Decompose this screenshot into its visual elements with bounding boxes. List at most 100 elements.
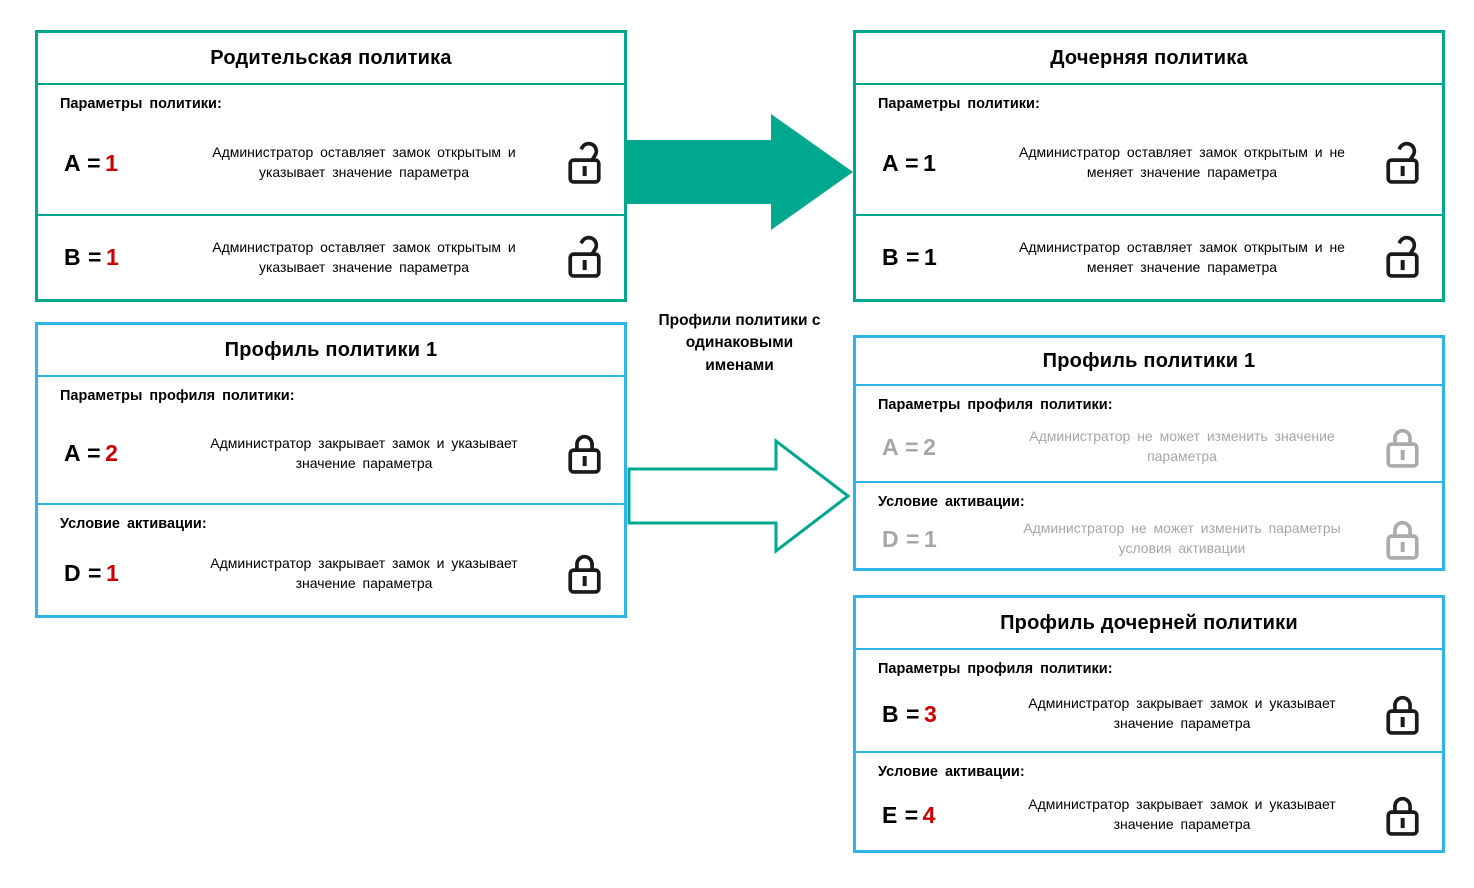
param-name: B =	[882, 700, 920, 727]
policy-params-label: Параметры политики:	[60, 96, 222, 112]
param-description: Администратор закрывает замок и указывае…	[210, 434, 518, 471]
profile-params-label: Параметры профиля политики:	[878, 397, 1113, 413]
param-description: Администратор закрывает замок и указывае…	[1028, 796, 1336, 832]
param-row-a: A =1 Администратор оставляет замок откры…	[38, 112, 624, 214]
param-number: 2	[923, 433, 937, 460]
param-value-b: B =1	[882, 244, 990, 271]
lock-icon	[556, 140, 612, 187]
child-policy-box: Дочерняя политика Параметры политики: A …	[853, 30, 1445, 302]
policy-params-label: Параметры политики:	[878, 96, 1040, 112]
param-row-d: D =1 Администратор закрывает замок и ука…	[38, 532, 624, 615]
param-name: A =	[882, 149, 920, 176]
lock-icon	[1374, 792, 1430, 839]
policy-profile-right-box: Профиль политики 1 Параметры профиля пол…	[853, 335, 1445, 571]
param-number: 1	[105, 560, 120, 586]
param-number: 1	[105, 149, 119, 176]
param-value-d: D =1	[882, 526, 990, 553]
param-number: 2	[105, 440, 119, 466]
activation-condition-section: Условие активации: D =1 Администратор не…	[856, 481, 1442, 568]
lock-icon	[1374, 691, 1430, 738]
open-lock-icon	[1385, 235, 1419, 278]
closed-lock-icon	[1385, 695, 1419, 735]
profile-inheritance-arrow	[627, 437, 853, 555]
lock-icon	[556, 234, 612, 281]
param-number: 1	[105, 244, 120, 270]
param-value-a: A =1	[64, 150, 172, 177]
param-row-d: D =1 Администратор не может изменить пар…	[856, 510, 1442, 568]
param-name: B =	[882, 244, 920, 270]
parent-policy-row-b-section: B =1 Администратор оставляет замок откры…	[38, 214, 624, 299]
profile-params-label: Параметры профиля политики:	[60, 388, 295, 404]
param-row-b: B =1 Администратор оставляет замок откры…	[38, 216, 624, 299]
closed-lock-icon	[567, 434, 601, 474]
param-name: A =	[882, 433, 920, 460]
param-number: 4	[922, 801, 936, 828]
param-description: Администратор оставляет замок открытым и…	[1019, 238, 1345, 275]
caption-line: Профили политики с	[658, 312, 821, 329]
parent-policy-params-section: Параметры политики: A =1 Администратор о…	[38, 83, 624, 214]
profile-params-section: Параметры профиля политики: A =2 Админис…	[856, 384, 1442, 481]
lock-icon	[1374, 234, 1430, 281]
param-value-a: A =2	[64, 440, 172, 467]
lock-icon	[556, 550, 612, 597]
param-name: B =	[64, 244, 102, 270]
param-row-a: A =2 Администратор закрывает замок и ука…	[38, 404, 624, 503]
param-description: Администратор оставляет замок открытым и…	[212, 238, 516, 275]
lock-icon	[556, 430, 612, 477]
param-name: D =	[882, 525, 920, 552]
lock-icon	[1374, 424, 1430, 471]
child-policy-row-b-section: B =1 Администратор оставляет замок откры…	[856, 214, 1442, 299]
param-row-e: E =4 Администратор закрывает замок и ука…	[856, 780, 1442, 850]
param-value-d: D =1	[64, 560, 172, 587]
activation-condition-label: Условие активации:	[878, 494, 1025, 510]
policy-profile-left-title: Профиль политики 1	[224, 338, 438, 361]
policy-profile-right-title: Профиль политики 1	[1042, 349, 1256, 372]
parent-policy-title: Родительская политика	[210, 46, 452, 69]
open-lock-icon	[567, 141, 601, 184]
child-policy-params-section: Параметры политики: A =1 Администратор о…	[856, 83, 1442, 214]
lock-icon	[1374, 140, 1430, 187]
param-number: 1	[923, 244, 938, 270]
open-lock-icon	[1385, 141, 1419, 184]
activation-condition-label: Условие активации:	[878, 764, 1025, 780]
profile-params-section: Параметры профиля политики: A =2 Админис…	[38, 375, 624, 503]
closed-lock-icon	[567, 554, 601, 594]
policy-profile-left-box: Профиль политики 1 Параметры профиля пол…	[35, 322, 627, 618]
param-name: A =	[64, 149, 102, 176]
lock-icon	[1374, 516, 1430, 563]
profile-params-section: Параметры профиля политики: B =3 Админис…	[856, 648, 1442, 751]
param-number: 1	[923, 149, 937, 176]
policy-inheritance-arrow	[627, 114, 853, 230]
param-description: Администратор оставляет замок открытым и…	[212, 144, 516, 180]
caption-line: одинаковыми	[685, 334, 794, 352]
caption-line: именами	[705, 356, 774, 374]
param-name: A =	[64, 440, 102, 466]
param-number: 3	[923, 700, 938, 727]
param-description: Администратор закрывает замок и указывае…	[1028, 695, 1336, 731]
closed-lock-icon	[1385, 428, 1419, 468]
param-name: D =	[64, 560, 102, 586]
param-row-b: B =1 Администратор оставляет замок откры…	[856, 216, 1442, 299]
activation-condition-label: Условие активации:	[60, 516, 207, 532]
param-row-b: B =3 Администратор закрывает замок и ука…	[856, 677, 1442, 751]
param-number: 1	[923, 525, 938, 552]
param-value-b: B =3	[882, 701, 990, 728]
child-policy-title: Дочерняя политика	[1050, 46, 1248, 69]
profile-arrow-caption: Профили политики с одинаковыми именами	[627, 310, 852, 377]
param-description: Администратор не может изменить значение…	[1029, 428, 1335, 464]
closed-lock-icon	[1385, 796, 1419, 836]
param-description: Администратор оставляет замок открытым и…	[1019, 144, 1345, 180]
param-value-a: A =2	[882, 434, 990, 461]
param-row-a: A =2 Администратор не может изменить зна…	[856, 413, 1442, 481]
param-value-a: A =1	[882, 150, 990, 177]
closed-lock-icon	[1385, 520, 1419, 560]
param-value-e: E =4	[882, 802, 990, 829]
param-row-a: A =1 Администратор оставляет замок откры…	[856, 112, 1442, 214]
param-description: Администратор не может изменить параметр…	[1023, 520, 1341, 556]
param-description: Администратор закрывает замок и указывае…	[210, 554, 518, 591]
param-value-b: B =1	[64, 244, 172, 271]
param-name: E =	[882, 801, 919, 828]
parent-policy-box: Родительская политика Параметры политики…	[35, 30, 627, 302]
activation-condition-section: Условие активации: E =4 Администратор за…	[856, 751, 1442, 850]
child-policy-profile-box: Профиль дочерней политики Параметры проф…	[853, 595, 1445, 853]
